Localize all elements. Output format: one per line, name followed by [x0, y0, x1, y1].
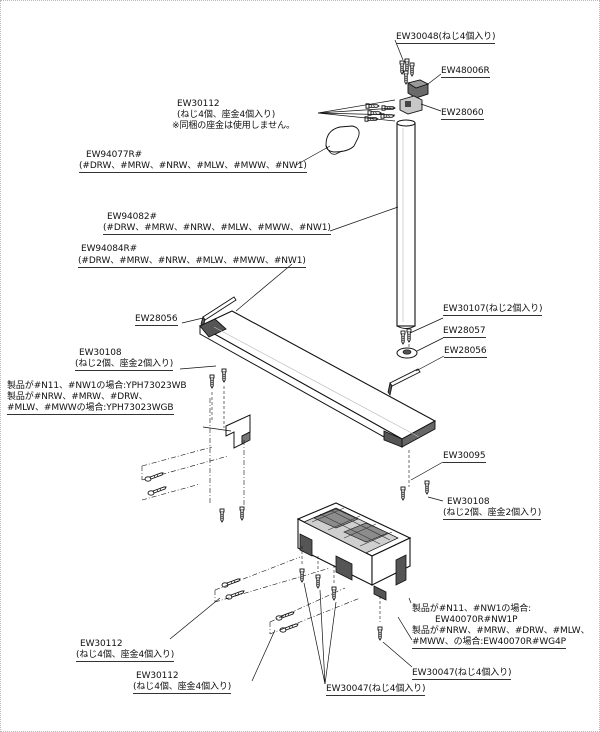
label-ew30107: EW30107(ねじ2個入り): [443, 304, 543, 316]
label-ew48006r: EW48006R: [441, 66, 490, 78]
label-base-wg4p: #MWW、の場合:EW40070R#WG4P: [412, 637, 566, 649]
label-ew30112-bottom-mid: EW30112: [136, 671, 179, 681]
label-ew28060: EW28060: [441, 108, 484, 120]
label-ew94077r: EW94077R#: [86, 150, 143, 160]
label-ew94082: EW94082#: [107, 212, 157, 222]
label-ew30112-top-pack: (ねじ4個、座金4個入り): [177, 110, 276, 120]
trim-strip-ew28056-left: [181, 296, 237, 328]
label-ew30047-right: EW30047(ねじ4個入り): [412, 668, 512, 680]
screw-set-ew30108-lower: [400, 450, 444, 502]
label-ew30047-bottom: EW30047(ねじ4個入り): [326, 684, 426, 696]
label-ew28057: EW28057: [443, 326, 486, 338]
label-ew94084r: EW94084R#: [81, 244, 138, 254]
label-bracket-n11: 製品が#N11、#NW1の場合:YPH73023WB: [7, 381, 187, 391]
label-ew30108-upper-pack: (ねじ2個、座金2個入り): [75, 359, 174, 371]
label-base-n11: 製品が#N11、#NW1の場合:: [412, 604, 532, 614]
label-bracket-nrw: 製品が#NRW、#MRW、#DRW、: [7, 392, 148, 402]
trim-strip-ew28056-right: [387, 355, 445, 397]
post-ew94082: [329, 119, 416, 347]
label-base-nw1p: EW40070R#NW1P: [435, 615, 518, 625]
label-base-nrw: 製品が#NRW、#MRW、#DRW、#MLW、: [412, 626, 590, 636]
label-bracket-mlw: #MLW、#MWWの場合:YPH73023WGB: [7, 403, 174, 415]
screw-set-ew30048: [394, 39, 415, 85]
label-ew30108-upper: EW30108: [79, 348, 122, 358]
connector-ew48006r: [406, 73, 442, 99]
label-ew30112-bottom-left-pack: (ねじ4個、座金4個入り): [76, 650, 175, 662]
label-ew94082-variants: (#DRW、#MRW、#NRW、#MLW、#MWW、#NW1): [103, 223, 331, 235]
label-ew30112-top: EW30112: [177, 99, 220, 109]
screw-set-ew30047-bottom: [299, 546, 413, 685]
screw-set-ew30107: [400, 317, 444, 345]
label-ew30112-bottom-left: EW30112: [80, 639, 123, 649]
shelf-ew94084r: [198, 263, 437, 448]
label-ew30108-lower-pack: (ねじ2個、座金2個入り): [443, 508, 542, 520]
screw-set-ew30112-top: [317, 99, 396, 122]
label-ew28056-right: EW28056: [444, 346, 487, 358]
screw-set-ew30112-bottom-mid: [251, 587, 361, 682]
label-ew94084r-variants: (#DRW、#MRW、#NRW、#MLW、#MWW、#NW1): [78, 256, 306, 268]
collar-ew28057: [396, 337, 444, 359]
label-ew30048: EW30048(ねじ4個入り): [396, 32, 496, 44]
label-ew30108-lower: EW30108: [447, 497, 490, 507]
label-ew30112-bottom-mid-pack: (ねじ4個、座金4個入り): [133, 682, 232, 694]
label-ew94077r-variants: (#DRW、#MRW、#NRW、#MLW、#MWW、#NW1): [79, 161, 307, 173]
bracket-screws-left: [141, 398, 245, 523]
end-cap-ew94077r: [295, 125, 360, 166]
label-ew30112-top-note: ※同梱の座金は使用しません。: [172, 121, 295, 131]
base-unit: [296, 502, 412, 604]
screw-set-ew30112-bottom-left: [169, 556, 331, 640]
label-ew30095: EW30095: [443, 451, 486, 463]
label-ew28056-left: EW28056: [135, 314, 178, 326]
screw-set-ew30108-upper: [179, 365, 227, 428]
cap-ew28060: [399, 95, 442, 115]
